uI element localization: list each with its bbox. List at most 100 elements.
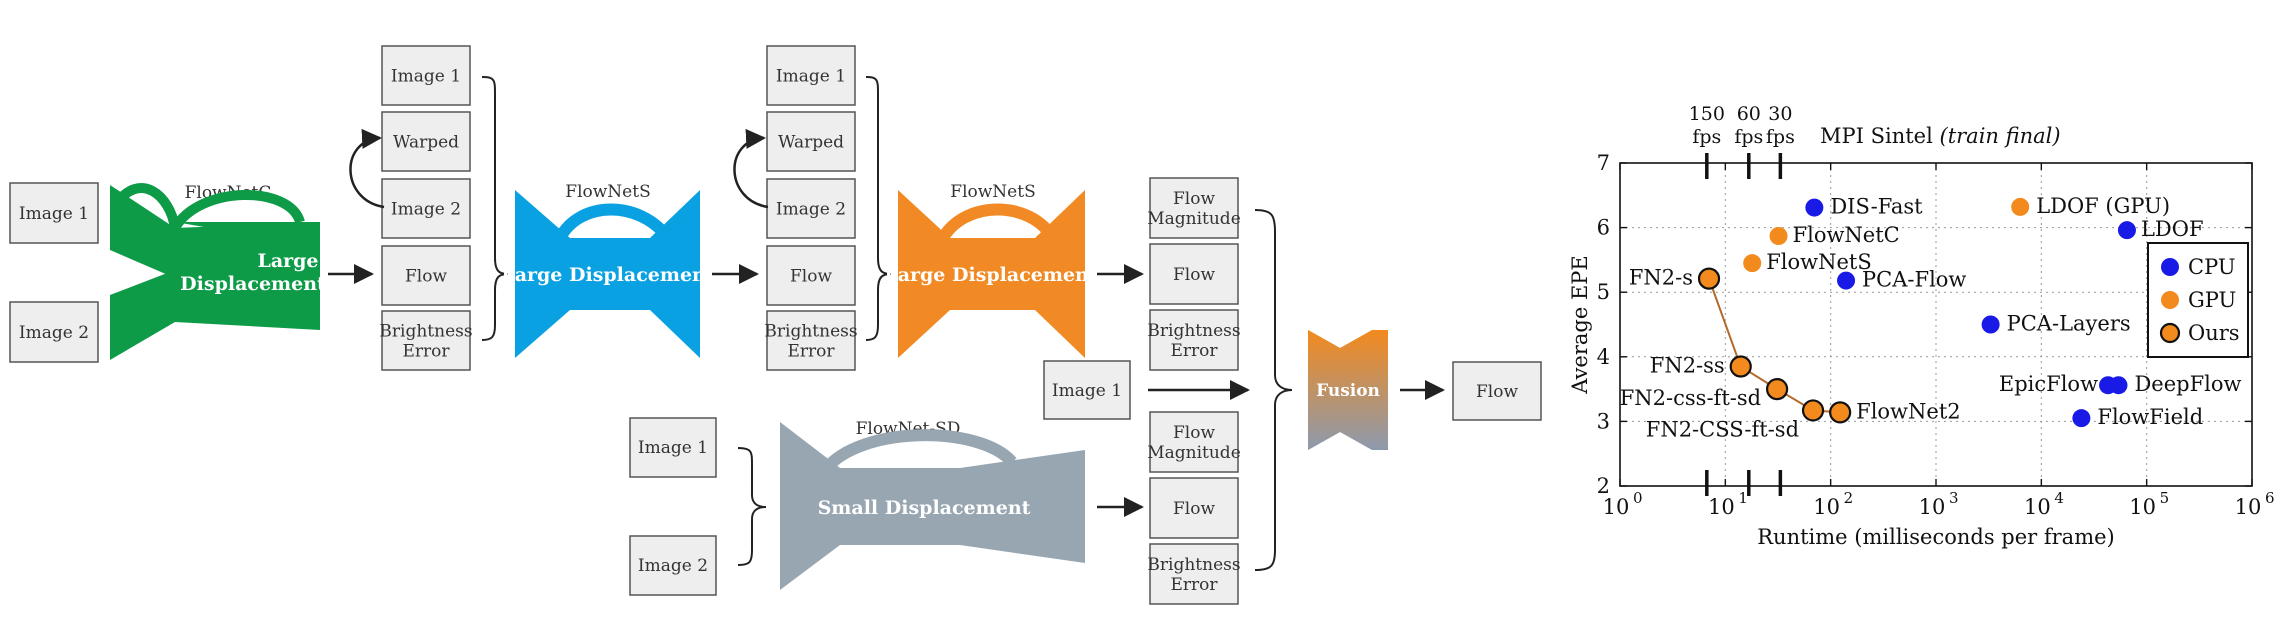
y-tick-label: 4 (1597, 345, 1610, 369)
output-flow-label: Flow (1476, 382, 1518, 402)
x-tick-label: 10 (1919, 495, 1946, 519)
x-tick-exponent: 0 (1633, 489, 1643, 507)
sd-input-brace (737, 447, 767, 566)
stack2-label-1-line: Warped (778, 133, 844, 153)
x-tick-label: 10 (2024, 495, 2051, 519)
stack3-label-2-line: Error (1170, 341, 1218, 361)
input-image1-label: Image 1 (19, 204, 89, 224)
flownet2-architecture-diagram: Image 1 Image 2 FlowNetC Large Displacem… (9, 45, 1542, 605)
flownets1-network: FlowNetS Large Displacement (501, 182, 715, 358)
point-label: LDOF (GPU) (2036, 194, 2170, 218)
input-image2-box: Image 2 (9, 301, 99, 363)
flownetc-label-line1: Large (257, 250, 318, 272)
stack3-label-0-line: Magnitude (1147, 209, 1241, 229)
chart-title: MPI Sintel (train final) (1820, 124, 2061, 148)
cpu-point (1981, 315, 2000, 334)
y-tick-label: 2 (1597, 474, 1610, 498)
flownets2-shape (898, 190, 1085, 358)
stack1-label-4-line: Error (402, 342, 450, 362)
stack4-label-0-line: Flow (1173, 423, 1215, 443)
gpu-point (1743, 254, 1762, 273)
stack1-label-1-line: Warped (393, 133, 459, 153)
x-tick-label: 10 (1603, 495, 1630, 519)
stack2-box-2: Image 2 (766, 178, 856, 239)
stack2-box-3: Flow (766, 245, 856, 306)
stack3-box-1: Flow (1149, 243, 1239, 305)
stack2-label-2-line: Image 2 (776, 200, 846, 220)
input-image1-box: Image 1 (9, 182, 99, 244)
legend-label-ours: Ours (2188, 321, 2240, 345)
x-tick-label: 10 (2129, 495, 2156, 519)
flownets2-label: Large Displacement (884, 264, 1098, 286)
sd-input-image1-box: Image 1 (629, 417, 717, 478)
stack4-label-1-line: Flow (1173, 499, 1215, 519)
stack3-label-2-line: Brightness (1147, 321, 1240, 341)
cpu-point (1805, 198, 1824, 217)
point-label: DIS-Fast (1830, 195, 1923, 219)
stack2-label-0-line: Image 1 (776, 67, 846, 87)
stack1-brace (481, 76, 509, 341)
x-tick-exponent: 2 (1844, 489, 1854, 507)
stack3-label-0-line: Flow (1173, 189, 1215, 209)
warp-loop-arrow-2 (733, 128, 769, 209)
stack2-box-1: Warped (766, 111, 856, 172)
point-label: FN2-css-ft-sd (1620, 386, 1761, 410)
x-tick-label: 10 (2235, 495, 2262, 519)
y-tick-label: 7 (1597, 151, 1610, 175)
fusion-label: Fusion (1316, 381, 1380, 401)
x-axis-label: Runtime (milliseconds per frame) (1757, 525, 2114, 549)
fusion-input-image1-label: Image 1 (1052, 381, 1122, 401)
y-tick-label: 3 (1597, 409, 1610, 433)
sd-input-image1-label: Image 1 (638, 438, 708, 458)
fps-marker-value: 60 (1737, 103, 1761, 125)
legend-label-cpu: CPU (2188, 255, 2236, 279)
chart-legend: CPU GPU Ours (2147, 242, 2249, 358)
point-label: FlowField (2097, 405, 2203, 429)
legend-marker-gpu (2161, 291, 2179, 309)
flownetsd-network: FlowNet-SD Small Displacement (780, 419, 1085, 590)
stack1-box-0: Image 1 (381, 45, 471, 106)
point-label: PCA-Flow (1862, 268, 1966, 292)
stack2-brace (865, 76, 892, 341)
point-label: FN2-ss (1650, 353, 1725, 377)
x-tick-exponent: 6 (2265, 489, 2275, 507)
output-flow-box: Flow (1452, 361, 1542, 421)
stack1-label-3-line: Flow (405, 267, 447, 287)
fusion-brace (1254, 209, 1293, 571)
cpu-point (2117, 221, 2136, 240)
flownets2-network: FlowNetS Large Displacement (884, 182, 1098, 358)
point-label: FlowNetC (1793, 223, 1900, 247)
cpu-point (2072, 409, 2091, 428)
fps-marker-unit: fps (1766, 126, 1795, 148)
warp-loop-arrow-1 (349, 128, 385, 209)
legend-label-gpu: GPU (2188, 288, 2236, 312)
sd-input-image2-box: Image 2 (629, 535, 717, 596)
ours-point (1801, 399, 1825, 422)
x-tick-exponent: 3 (1949, 489, 1959, 507)
stack1-box-2: Image 2 (381, 178, 471, 239)
chart-title-italic: (train final) (1940, 124, 2061, 148)
fps-marker-unit: fps (1734, 126, 1763, 148)
point-label: DeepFlow (2134, 372, 2241, 396)
point-label: EpicFlow (1999, 372, 2098, 396)
plot-frame (1619, 162, 2253, 487)
point-label: LDOF (2141, 217, 2204, 241)
flownetc-network: FlowNetC Large Displacement (110, 183, 326, 360)
stack2-label-4-line: Brightness (764, 322, 857, 342)
stack2-box-0: Image 1 (766, 45, 856, 106)
gpu-point (2011, 197, 2030, 216)
stack1-label-2-line: Image 2 (391, 200, 461, 220)
y-tick-label: 5 (1597, 280, 1610, 304)
